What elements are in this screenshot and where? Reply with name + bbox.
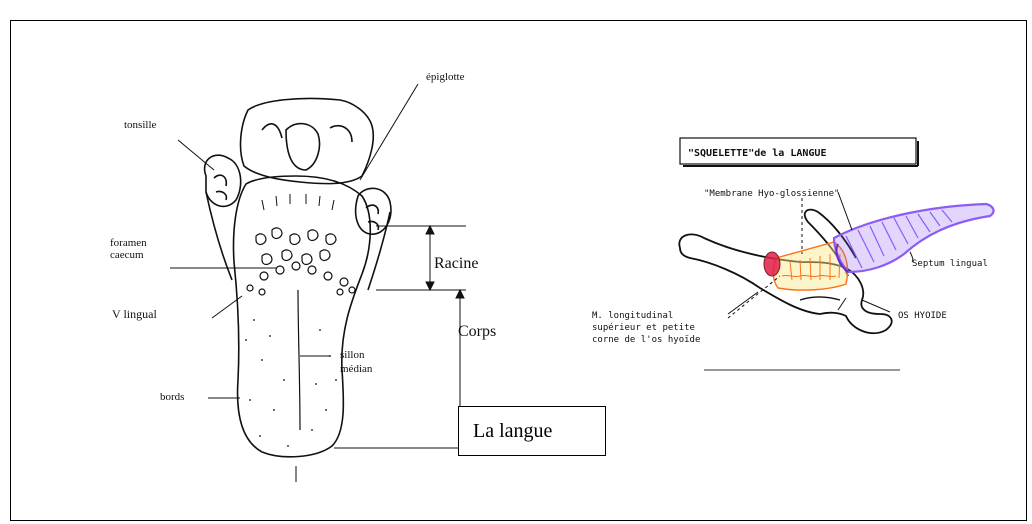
papillae: [247, 228, 355, 295]
label-os-hyoide: OS HYOIDE: [898, 311, 947, 321]
caption-la-langue: La langue: [458, 406, 606, 456]
label-corps: Corps: [458, 323, 496, 340]
label-muscle-3: corne de l'os hyoïde: [592, 335, 700, 345]
label-caecum: caecum: [110, 249, 144, 261]
label-muscle-2: supérieur et petite: [592, 322, 695, 333]
tongue-body: [234, 176, 371, 457]
label-v-lingual: V lingual: [112, 307, 157, 321]
median-sulcus: [298, 290, 300, 430]
label-tonsille: tonsille: [124, 119, 157, 131]
epiglottis-shape: [241, 98, 374, 183]
label-membrane: "Membrane Hyo-glossienne": [704, 189, 839, 199]
label-epiglotte: épiglotte: [426, 71, 465, 83]
tongue-illustration: [205, 98, 391, 456]
label-racine: Racine: [434, 255, 478, 272]
label-bords: bords: [160, 391, 184, 403]
small-horn: [764, 252, 780, 276]
label-muscle-1: M. longitudinal: [592, 311, 673, 321]
skeleton-title: "SQUELETTE"de la LANGUE: [688, 148, 826, 159]
label-foramen: foramen: [110, 237, 147, 249]
label-median: médian: [340, 363, 373, 375]
label-sillon: sillon: [340, 349, 365, 361]
label-septum: Septum lingual: [912, 259, 988, 269]
tonsil-left: [205, 155, 241, 206]
left-leader-lines: [170, 84, 466, 482]
tongue-texture: [245, 319, 337, 447]
skeleton-diagram: [679, 138, 993, 370]
epiglottis-inner: [286, 124, 320, 170]
